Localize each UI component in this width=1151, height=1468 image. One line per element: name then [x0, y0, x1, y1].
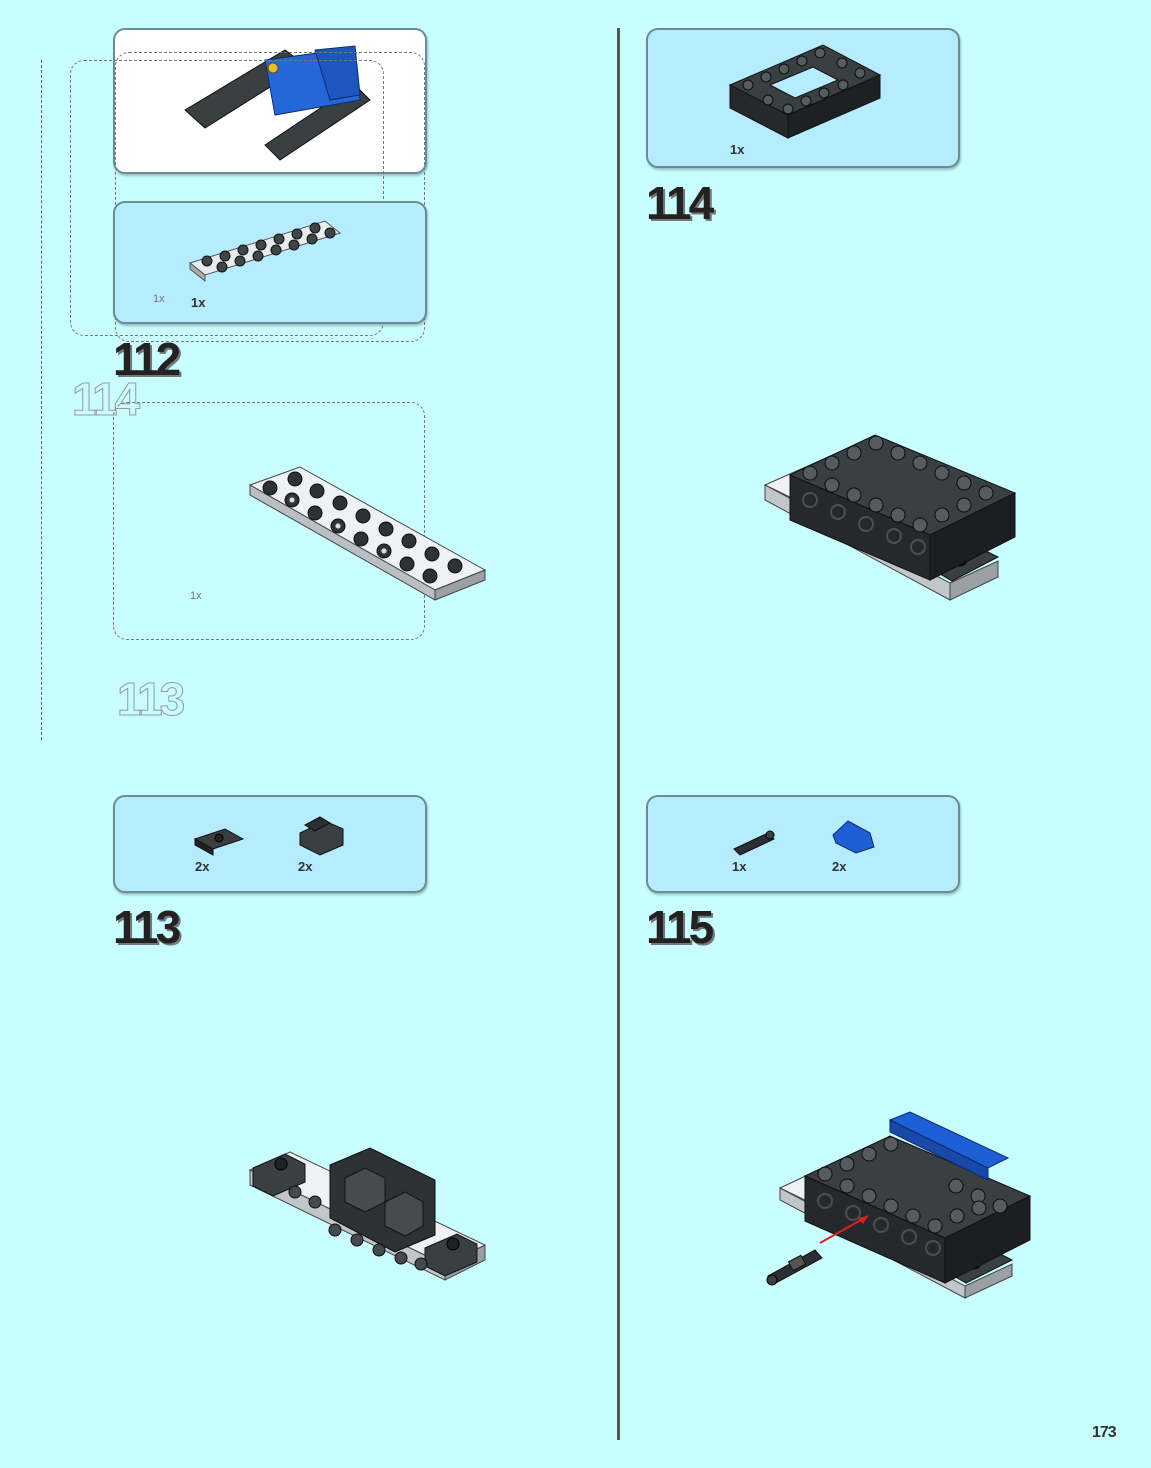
ghost-part-quantity: 1x	[190, 590, 202, 602]
step-number: 112	[113, 333, 181, 385]
step-113-parts-callout: 2x 2x	[113, 795, 427, 893]
ghost-frame-inner	[115, 52, 425, 342]
part-quantity: 2x	[298, 859, 313, 874]
ghost-callout-frame	[113, 402, 425, 640]
part-quantity: 1x	[732, 859, 747, 874]
technic-brick-frame-image	[728, 44, 882, 139]
part-quantity: 2x	[195, 859, 210, 874]
ghost-part-quantity: 1x	[153, 293, 165, 305]
step-number: 115	[646, 901, 714, 953]
step-112-parts-callout: 1x 1x	[113, 201, 427, 324]
step-number: 114	[646, 177, 714, 229]
submodel-bracket-line	[41, 60, 42, 740]
step-115-model-image	[766, 1111, 1032, 1299]
ghost-step-number: 114	[71, 373, 140, 426]
part-quantity: 1x	[730, 142, 745, 157]
step-113-parts-image	[193, 816, 344, 856]
step-113-model-image	[248, 1147, 487, 1281]
page-number: 173	[1092, 1424, 1117, 1441]
part-quantity: 1x	[191, 295, 206, 310]
forklift-assembly-image	[184, 45, 371, 161]
step-114-parts-callout: 1x	[646, 28, 960, 168]
plate-assembly-image	[248, 466, 487, 601]
part-quantity: 2x	[832, 859, 847, 874]
plate-2x8-image	[188, 220, 342, 283]
step-114-model-image	[763, 434, 1017, 601]
step-number: 113	[113, 901, 181, 953]
column-divider	[617, 28, 620, 1440]
step-115-parts-image	[733, 820, 875, 856]
step-115-parts-callout: 1x 2x	[646, 795, 960, 893]
ghost-step-number: 113	[116, 673, 185, 726]
ghost-frame-outer	[70, 60, 384, 336]
